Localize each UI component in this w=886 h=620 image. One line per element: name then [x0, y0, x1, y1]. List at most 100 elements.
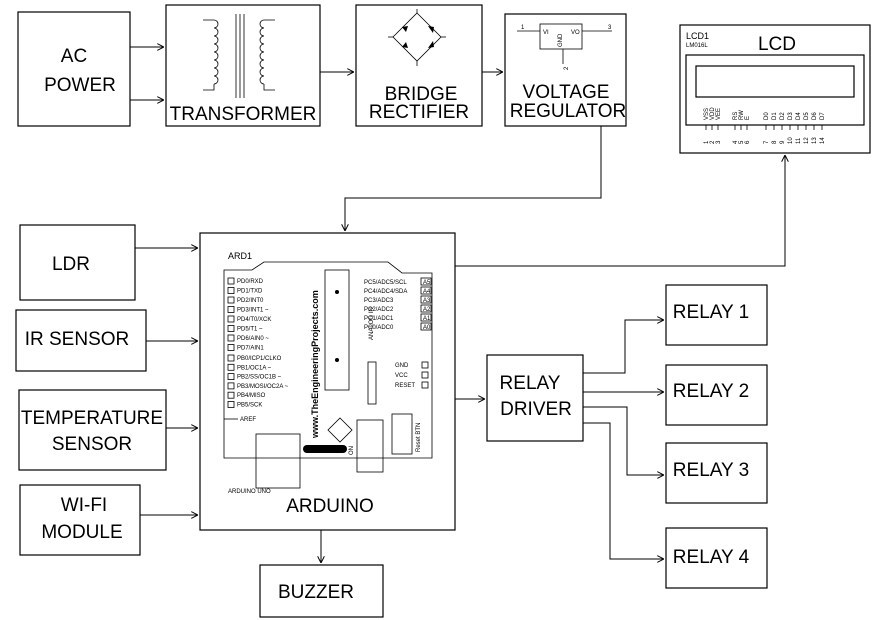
arduino-analog-pin-label: PC1/ADC1	[364, 316, 394, 322]
relay-4-label: RELAY 4	[673, 547, 750, 568]
lcd-pin-number: 6	[745, 140, 751, 144]
regulator-icon: VI VO GND 1 3 2	[517, 23, 612, 70]
lcd-pin-number: 1	[704, 140, 710, 144]
arduino-digital-pin-header	[227, 315, 235, 323]
arduino-digital-pin-header	[227, 344, 235, 351]
bridge-rectifier-label-line2: RECTIFIER	[369, 102, 469, 123]
arrow-regulator-to-arduino	[345, 126, 602, 231]
arduino-digital-pin-label: PD1/TXD	[237, 289, 263, 295]
arduino-analog-pin-label: PC4/ADC4/SDA	[364, 289, 407, 295]
arduino-analog-pin-name: A4	[423, 289, 431, 295]
lcd-pin-number: 14	[820, 137, 826, 144]
arduino-model-label: ARDUINO UNO	[228, 489, 271, 495]
regulator-pin1: 1	[521, 25, 525, 31]
relay-2-label: RELAY 2	[673, 381, 749, 402]
lcd-pin-number: 12	[804, 137, 810, 144]
transformer-label: TRANSFORMER	[170, 104, 317, 125]
lcd-pin-label: D0	[764, 112, 770, 120]
lcd-pin-row: VSS1VDD2VEE3RS4RW5E6D07D18D29D310D411D51…	[704, 107, 826, 144]
arduino-analog-pin-label: PC2/ADC2	[364, 307, 394, 313]
lcd-pin-number: 4	[733, 140, 739, 144]
arrow-driver-to-relay-1	[583, 320, 664, 374]
temperature-sensor-block: TEMPERATURE SENSOR	[18, 389, 167, 471]
arduino-chip	[324, 269, 350, 391]
lcd-pin-label: RS	[733, 112, 739, 120]
arduino-board-outline	[223, 261, 433, 459]
lcd-pin-label: D3	[788, 112, 794, 120]
arduino-digital-pin-label: PB4/MISO	[237, 393, 266, 399]
arduino-reset-button	[391, 413, 413, 455]
lcd-screen	[695, 65, 855, 98]
arduino-digital-pin-label: PD5/T1 ~	[237, 327, 263, 333]
wifi-module-label-line1: WI-FI	[61, 495, 107, 516]
arduino-analog-pin-name: A1	[423, 316, 431, 322]
arduino-digital-pin-label: PB5/SCK	[237, 403, 262, 409]
arduino-power-pin-header	[421, 381, 429, 389]
lcd-pin-label: D4	[796, 112, 802, 120]
arduino-digital-pin-label: PB3/MOSI/OC2A ~	[237, 384, 289, 390]
lcd-label: LCD	[758, 34, 796, 55]
arduino-power-pin-label: RESET	[395, 383, 415, 389]
regulator-gnd-pin: GND	[558, 33, 564, 47]
arduino-analog-pin-header	[420, 304, 432, 313]
lcd-pin-label: RW	[739, 110, 745, 120]
arduino-website-label: www.TheEngineeringProjects.com	[310, 290, 320, 439]
lcd-pin-label: D2	[780, 112, 786, 120]
relay-4-block: RELAY 4	[665, 527, 768, 589]
ac-power-block: AC POWER	[17, 11, 131, 127]
arduino-analog-pin-name: A5	[423, 280, 431, 286]
buzzer-block: BUZZER	[259, 564, 384, 618]
arduino-digital-pin-label: PD7/AIN1	[237, 346, 264, 352]
lcd-part: LM016L	[686, 43, 708, 49]
arduino-crystal	[367, 361, 377, 405]
arduino-analog-pin-name: A2	[423, 307, 431, 313]
arduino-power-pin-header	[421, 361, 429, 369]
arduino-power-pin-label: GND	[395, 363, 409, 369]
arrow-driver-to-relay-3	[583, 406, 664, 475]
relay-1-label: RELAY 1	[673, 302, 749, 323]
lcd-pin-number: 10	[788, 137, 794, 144]
arduino-digital-pin-header	[227, 363, 235, 371]
arduino-power-led	[303, 445, 347, 453]
wifi-module-block: WI-FI MODULE	[19, 484, 141, 556]
arduino-digital-pin-header	[227, 391, 235, 399]
lcd-pin-number: 5	[739, 140, 745, 144]
arduino-digital-pin-label: PD2/INT0	[237, 298, 264, 304]
lcd-pin-number: 3	[716, 140, 722, 144]
relay-driver-label-line2: DRIVER	[500, 399, 572, 420]
arduino-reset-btn-label: Reset BTN	[416, 423, 422, 452]
lcd-ref: LCD1	[686, 31, 709, 41]
arrow-arduino-to-lcd	[455, 155, 785, 267]
arduino-analog-pin-name: A3	[423, 298, 431, 304]
voltage-regulator-block: VI VO GND 1 3 2 VOLTAGE REGULATOR	[504, 13, 627, 127]
regulator-pin2: 2	[564, 66, 570, 70]
arduino-digital-pin-header	[227, 382, 235, 390]
arduino-power-jack	[255, 433, 301, 489]
arduino-digital-pin-header	[227, 354, 235, 362]
arduino-analog-pin-label: PC5/ADC5/SCL	[364, 280, 407, 286]
ac-power-label-line2: POWER	[44, 75, 116, 96]
wifi-module-label-line2: MODULE	[41, 522, 122, 543]
lcd-pin-number: 11	[796, 137, 802, 144]
arduino-digital-pin-header	[227, 334, 235, 342]
buzzer-label: BUZZER	[278, 582, 354, 603]
relay-1-block: RELAY 1	[665, 284, 768, 346]
arduino-analog-pin-label: PC3/ADC3	[364, 298, 394, 304]
relay-driver-block: RELAY DRIVER	[486, 354, 584, 442]
arduino-analog-pin-header	[420, 295, 432, 304]
arduino-digital-pin-header	[227, 325, 235, 332]
relay-2-block: RELAY 2	[665, 364, 768, 426]
arduino-ref: ARD1	[228, 251, 252, 261]
arduino-on-label: ON	[349, 446, 355, 455]
arduino-analog-pin-header	[420, 286, 432, 295]
lcd-pin-label: D1	[772, 112, 778, 120]
ir-sensor-label: IR SENSOR	[25, 329, 130, 350]
voltage-regulator-label-line2: REGULATOR	[510, 101, 627, 122]
arduino-usb-port	[356, 419, 384, 473]
voltage-regulator-label-line1: VOLTAGE	[523, 82, 610, 103]
ldr-block: LDR	[19, 224, 136, 301]
relay-3-label: RELAY 3	[673, 460, 749, 481]
